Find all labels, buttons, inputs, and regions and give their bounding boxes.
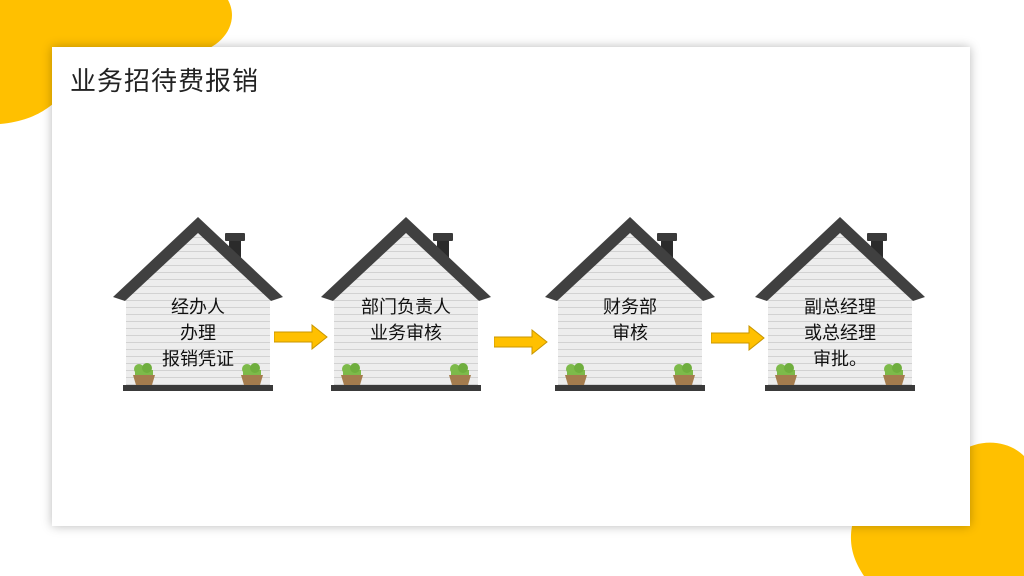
process-step-1: 经办人 办理 报销凭证 [113, 217, 283, 395]
arrow-right-icon [711, 325, 765, 351]
process-step-4: 副总经理 或总经理 审批。 [755, 217, 925, 395]
step-label-line: 审核 [612, 323, 648, 344]
step-label-line: 部门负责人 [361, 297, 451, 318]
step-label: 副总经理 或总经理 审批。 [775, 295, 905, 373]
house-icon [321, 217, 491, 391]
step-label-line: 经办人 [171, 297, 225, 318]
step-label-line: 办理 [180, 323, 216, 344]
step-label-line: 财务部 [603, 297, 657, 318]
step-label: 部门负责人 业务审核 [341, 295, 471, 347]
step-label-line: 业务审核 [370, 323, 442, 344]
arrow-right-icon [494, 329, 548, 355]
step-label-line: 审批。 [813, 349, 867, 370]
step-label: 经办人 办理 报销凭证 [133, 295, 263, 373]
step-label: 财务部 审核 [565, 295, 695, 347]
house-icon [113, 217, 283, 391]
process-step-3: 财务部 审核 [545, 217, 715, 395]
arrow-right-icon [274, 324, 328, 350]
page-title: 业务招待费报销 [70, 67, 260, 97]
content-card: 业务招待费报销 经办人 办理 报销凭证 [52, 47, 970, 526]
step-label-line: 或总经理 [804, 323, 876, 344]
step-label-line: 副总经理 [804, 297, 876, 318]
process-step-2: 部门负责人 业务审核 [321, 217, 491, 395]
step-label-line: 报销凭证 [162, 349, 234, 370]
house-icon [755, 217, 925, 391]
house-icon [545, 217, 715, 391]
